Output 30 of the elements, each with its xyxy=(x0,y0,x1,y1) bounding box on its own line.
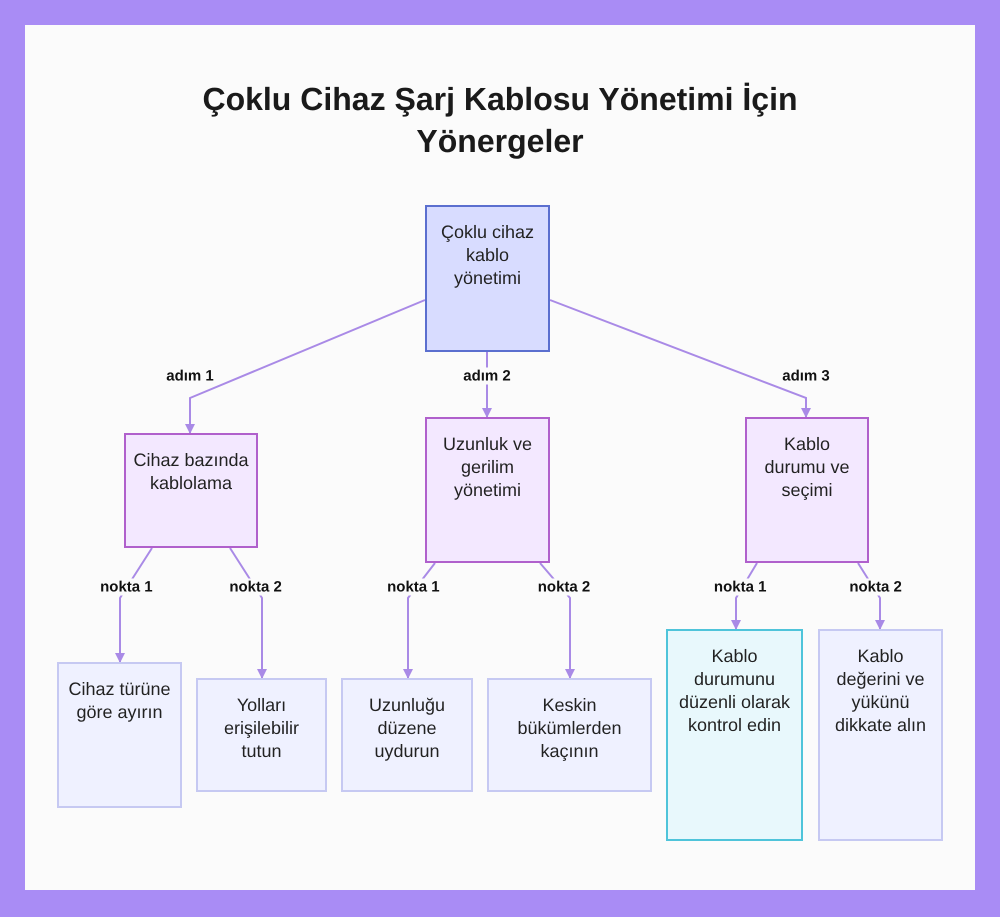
edge-label: nokta 1 xyxy=(385,578,442,596)
edge-label: nokta 2 xyxy=(847,578,904,596)
process-box xyxy=(487,678,652,792)
process-box xyxy=(57,662,182,808)
node-label: Çoklu cihaz kablo yönetimi xyxy=(440,221,536,290)
edge-label: nokta 1 xyxy=(98,578,155,596)
process-box xyxy=(425,205,550,352)
edge-label: nokta 1 xyxy=(712,578,768,596)
process-box xyxy=(124,433,258,548)
edge-label: adım 2 xyxy=(461,368,513,384)
process-box xyxy=(196,678,327,792)
node-label: Keskin bükümlerden kaçının xyxy=(516,694,623,763)
process-box xyxy=(666,629,803,841)
node-label: Yolları erişilebilir tutun xyxy=(222,694,300,763)
node-label: Uzunluk ve gerilim yönetimi xyxy=(442,433,534,502)
node-label: Kablo durumu ve seçimi xyxy=(763,433,851,502)
connector-arrow xyxy=(185,299,426,434)
edge-label: nokta 2 xyxy=(536,578,592,596)
edge-label: nokta 2 xyxy=(227,578,284,596)
node-label: Cihaz bazında kablolama xyxy=(132,449,250,495)
node-label: Kablo durumunu düzenli olarak kontrol edin xyxy=(678,645,792,737)
node-label: Kablo değerini ve yükünü dikkate alın xyxy=(834,645,928,737)
node-label: Cihaz türüne göre ayırın xyxy=(67,678,172,724)
connector-arrow xyxy=(550,299,811,418)
diagram-title: Çoklu Cihaz Şarj Kablosu Yönetimi İçin Yönergeler xyxy=(201,80,799,161)
process-box xyxy=(818,629,943,841)
process-box xyxy=(425,417,550,563)
process-box xyxy=(341,678,473,792)
process-box xyxy=(745,417,869,563)
node-label: Uzunluğu düzene uydurun xyxy=(368,694,446,763)
